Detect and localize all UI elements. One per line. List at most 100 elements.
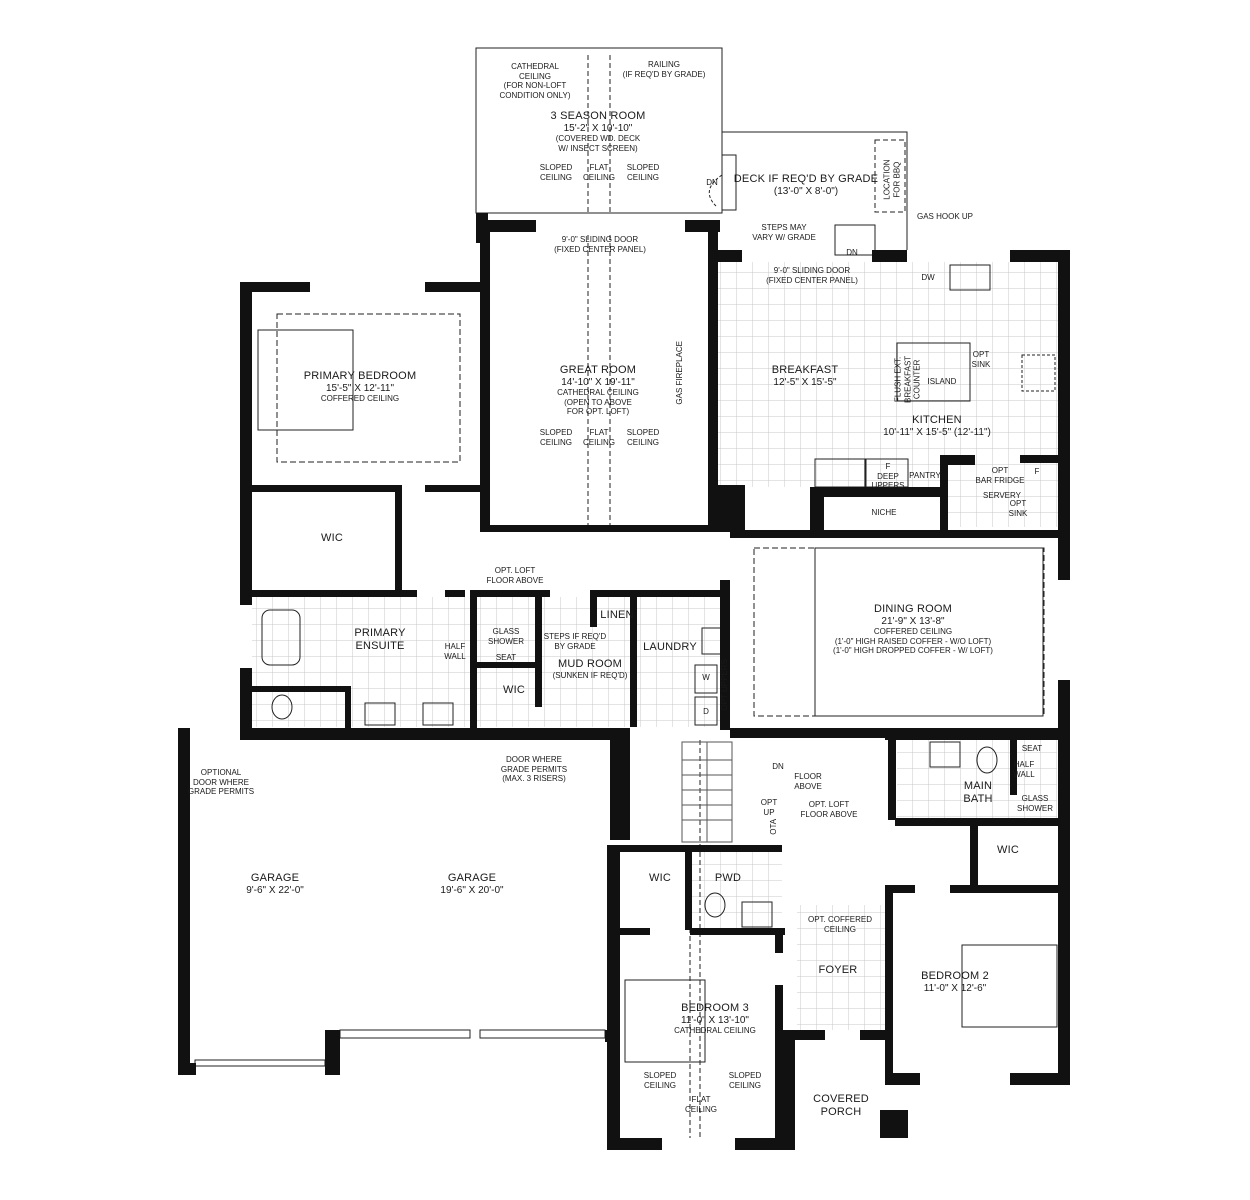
note-line: SHOWER xyxy=(488,636,524,646)
stairs-down-label: DN xyxy=(772,762,784,771)
room-note: W/ INSECT SCREEN) xyxy=(558,143,638,153)
room-name: PORCH xyxy=(820,1105,862,1118)
room-foyer: FOYER xyxy=(818,964,858,976)
note-line: COUNTER xyxy=(912,359,922,400)
note-line: OPT. LOFT xyxy=(808,800,850,809)
note-line: UPPERS xyxy=(871,481,905,491)
note-line: CEILING xyxy=(539,437,572,447)
room-wic-mud: WIC xyxy=(503,684,525,696)
room-name: MAIN xyxy=(963,780,993,792)
note-line: BREAKFAST xyxy=(903,355,913,403)
room-breakfast: BREAKFAST 12'-5" X 15'-5" xyxy=(772,364,839,388)
note-line: OPT xyxy=(972,350,990,359)
room-dimensions: 15'-5" X 12'-11" xyxy=(326,382,394,394)
room-3-season-room: 3 SEASON ROOM 15'-2" X 10'-10" (COVERED … xyxy=(551,110,646,153)
room-powder: PWD xyxy=(714,872,742,884)
note-line: OPT xyxy=(991,466,1009,475)
note-line: (FIXED CENTER PANEL) xyxy=(554,244,646,254)
note-line: CEILING xyxy=(582,172,616,182)
room-linen: LINEN xyxy=(600,609,634,621)
note-line: SLOPED xyxy=(728,1071,762,1080)
note-line: CEILING xyxy=(684,1104,718,1114)
room-dimensions: 12'-5" X 15'-5" xyxy=(773,376,837,388)
room-name: GREAT ROOM xyxy=(559,364,637,376)
room-name: BREAKFAST xyxy=(771,364,839,376)
note-line: WALL xyxy=(1013,769,1035,779)
note-line: STEPS IF REQ'D xyxy=(543,632,607,641)
note-line: CEILING xyxy=(728,1080,761,1090)
room-wic-bedroom2: WIC xyxy=(997,844,1019,856)
deck-outlines xyxy=(194,47,1058,1138)
note-line: GLASS xyxy=(492,627,520,636)
room-name: PRIMARY BEDROOM xyxy=(303,370,417,382)
note-line: GLASS xyxy=(1021,794,1049,803)
room-laundry: LAUNDRY xyxy=(643,641,697,653)
room-note: (COVERED WD. DECK xyxy=(555,134,641,144)
room-note: (1'-0" HIGH RAISED COFFER - W/O LOFT) xyxy=(834,636,992,646)
down-label: DN xyxy=(706,178,718,187)
walls xyxy=(178,213,1070,1150)
note-line: OPT xyxy=(1009,499,1027,508)
gas-fireplace-label: GAS FIREPLACE xyxy=(675,341,685,405)
note-line: GRADE PERMITS xyxy=(500,764,568,774)
servery-label: SERVERY xyxy=(983,491,1021,500)
washer-label: W xyxy=(702,673,710,682)
note-line: SLOPED xyxy=(626,163,660,172)
room-note: (1'-0" HIGH DROPPED COFFER - W/ LOFT) xyxy=(833,646,993,656)
note-line: FLOOR xyxy=(794,772,822,781)
room-name: DECK IF REQ'D BY GRADE xyxy=(733,173,879,185)
gas-hookup-note: GAS HOOK UP xyxy=(916,212,974,221)
room-name: MUD ROOM xyxy=(558,658,622,670)
ota-label: OTA xyxy=(769,818,779,835)
note-line: CEILING xyxy=(518,71,551,81)
note-line: CEILING xyxy=(626,172,659,182)
fridge-label: F xyxy=(1034,467,1040,476)
room-dimensions: 15'-2" X 10'-10" xyxy=(563,122,633,134)
note-line: VARY W/ GRADE xyxy=(752,232,816,242)
room-note: (SUNKEN IF REQ'D) xyxy=(552,670,628,680)
room-name: 3 SEASON ROOM xyxy=(550,110,646,122)
note-line: CATHEDRAL xyxy=(511,62,559,71)
room-dimensions: 14'-10" X 19'-11" xyxy=(561,376,635,388)
note-line: 9'-0" SLIDING DOOR xyxy=(773,266,851,275)
room-dimensions: (13'-0" X 8'-0") xyxy=(773,185,839,197)
room-name: DINING ROOM xyxy=(874,603,952,615)
room-dimensions: 9'-6" X 22'-0" xyxy=(246,884,304,896)
note-line: FLAT xyxy=(589,428,609,437)
room-wic-primary: WIC xyxy=(321,532,343,544)
room-great-room: GREAT ROOM 14'-10" X 19'-11" CATHEDRAL C… xyxy=(557,364,639,417)
note-line: LOCATION xyxy=(882,159,892,200)
note-line: FLUSH EXT. xyxy=(893,356,903,403)
note-line: (IF REQ'D BY GRADE) xyxy=(622,69,706,79)
note-line: CEILING xyxy=(582,437,616,447)
dishwasher-label: DW xyxy=(921,273,935,282)
note-line: FOR BBQ xyxy=(892,161,901,198)
down-label: DN xyxy=(846,248,858,257)
note-line: F xyxy=(885,462,891,471)
railing-note: RAILING (IF REQ'D BY GRADE) xyxy=(623,60,706,79)
room-dimensions: 11'-0" X 12'-6" xyxy=(923,982,987,994)
room-name: KITCHEN xyxy=(912,414,962,426)
pantry-label: PANTRY xyxy=(909,471,941,480)
